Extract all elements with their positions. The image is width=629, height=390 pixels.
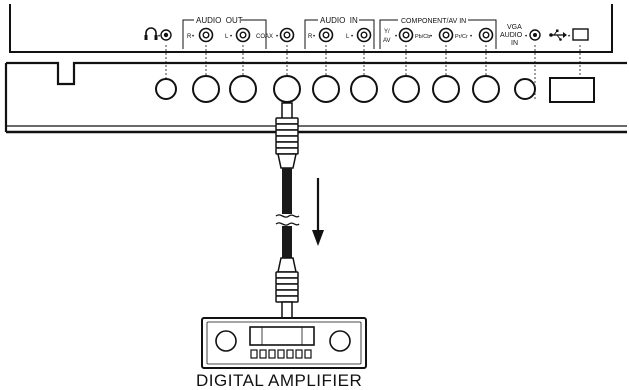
amp-right-knob	[329, 330, 351, 352]
coax-cable	[275, 102, 300, 319]
audio-in-l-jack	[350, 75, 378, 103]
svg-text:•: •	[568, 34, 570, 40]
component-y-jack	[392, 75, 420, 103]
audio-in-r-label: R	[308, 34, 313, 40]
headphone-jack	[155, 78, 177, 100]
vga-audio-jack	[514, 78, 536, 100]
audio-in-r-jack	[312, 75, 340, 103]
svg-text:•: •	[158, 34, 160, 40]
component-av-group: COMPONENT/AV IN Y/ AV • Pb/Cb • Pr/Cr •	[379, 18, 497, 49]
usb-icon	[549, 29, 567, 41]
svg-text:•: •	[351, 34, 353, 40]
usb-port	[549, 77, 595, 103]
svg-text:•: •	[313, 34, 315, 40]
component-y-label: Y/	[384, 29, 390, 35]
coax-label: COAX	[256, 34, 273, 40]
amp-display	[249, 326, 315, 346]
audio-out-title: AUDIO OUT	[196, 16, 243, 25]
coax-jack	[273, 75, 301, 103]
vga-line1: VGA	[507, 24, 522, 31]
component-pb-jack	[432, 75, 460, 103]
svg-text:•: •	[395, 34, 397, 40]
usb-port-label	[572, 28, 589, 41]
component-pr-label: Pr/Cr	[455, 34, 468, 40]
audio-out-l-label: L	[225, 34, 229, 40]
svg-text:•: •	[192, 34, 194, 40]
svg-text:•: •	[470, 34, 472, 40]
component-av-label: AV	[383, 38, 391, 44]
svg-text:•: •	[525, 34, 527, 40]
svg-text:•: •	[276, 34, 278, 40]
component-pr-jack	[472, 75, 500, 103]
vga-line2: AUDIO	[500, 32, 523, 39]
audio-out-r-label: R	[187, 34, 192, 40]
audio-in-group: AUDIO IN R • L •	[304, 16, 375, 49]
amp-buttons	[250, 349, 312, 359]
coax-group: COAX •	[256, 27, 295, 43]
arrow-down-icon	[312, 178, 324, 246]
component-pb-label: Pb/Cb	[415, 34, 430, 40]
audio-in-l-label: L	[346, 34, 350, 40]
svg-text:•: •	[430, 34, 432, 40]
amp-left-knob	[215, 330, 237, 352]
tv-back-panel	[4, 45, 627, 134]
digital-amplifier	[201, 317, 367, 369]
audio-out-r-jack	[192, 75, 220, 103]
audio-out-l-jack	[229, 75, 257, 103]
component-av-title: COMPONENT/AV IN	[401, 18, 466, 25]
label-panel: • AUDIO OUT R • L • COAX •	[9, 4, 613, 53]
vga-line3: IN	[511, 40, 518, 47]
audio-out-group: AUDIO OUT R • L •	[182, 16, 267, 49]
headphone-icon	[144, 27, 158, 40]
device-label: DIGITAL AMPLIFIER	[196, 371, 362, 390]
vga-audio-group: VGA AUDIO IN •	[500, 24, 541, 47]
svg-text:•: •	[230, 34, 232, 40]
headphone-jack-label	[160, 29, 172, 41]
audio-in-title: AUDIO IN	[320, 16, 358, 25]
